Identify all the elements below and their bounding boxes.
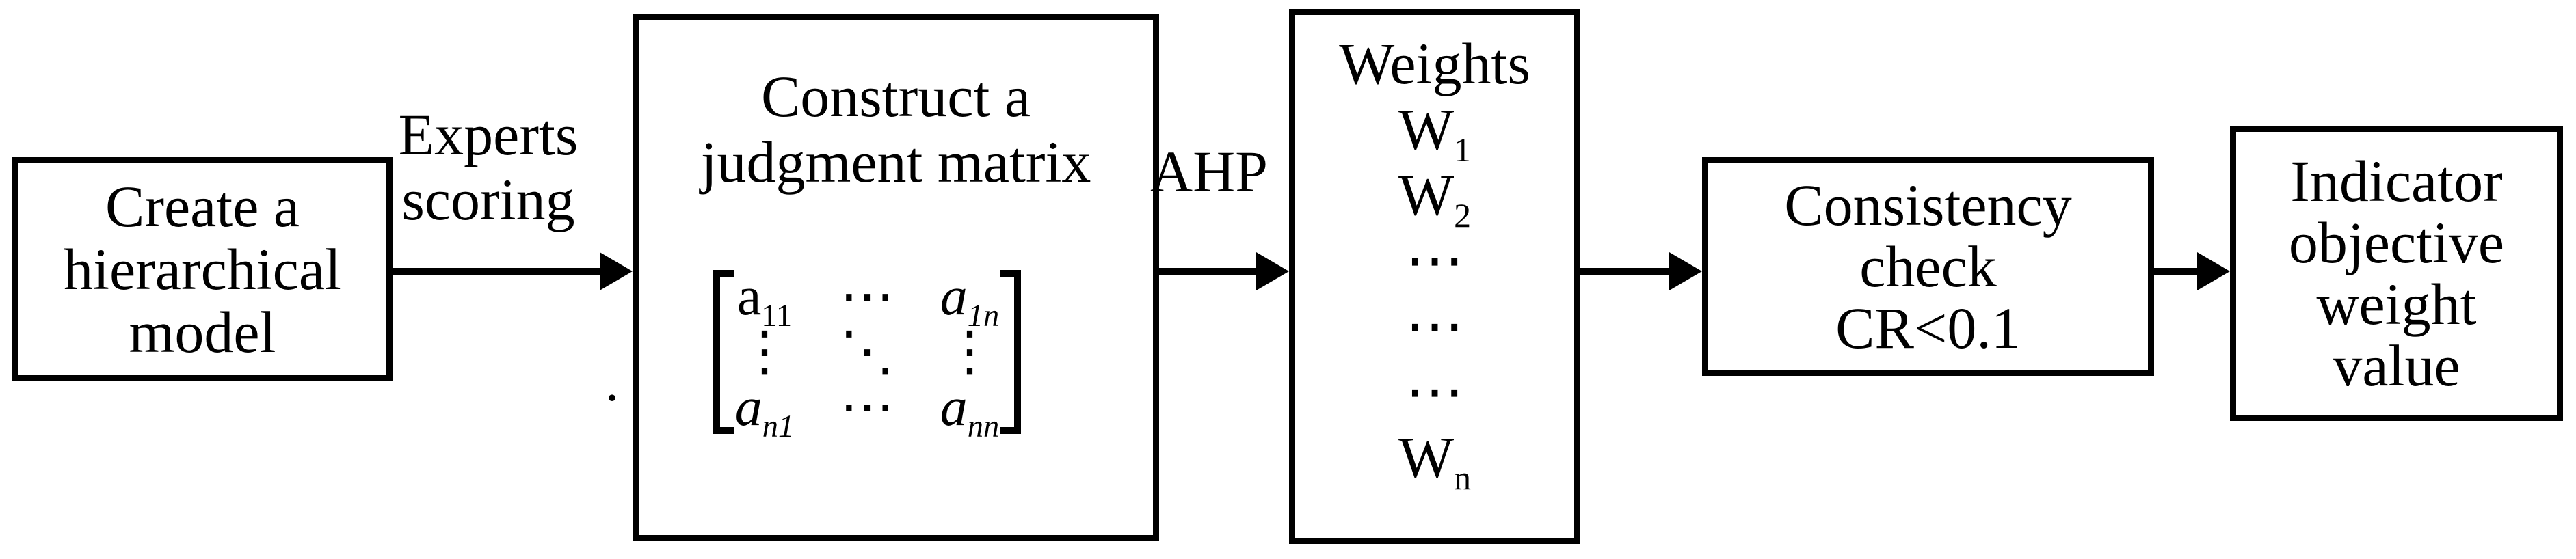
flow-arrow-1-arrowhead-icon: [600, 252, 633, 290]
node-text-line: check: [1859, 234, 1997, 299]
flow-arrow-4-arrowhead-icon: [2197, 252, 2230, 290]
node-text-line: value: [2333, 333, 2460, 398]
matrix-cell-ddots: ⋱: [840, 322, 894, 382]
arrow-label-experts-scoring: Experts scoring: [368, 103, 609, 232]
matrix-cell-vdots-right: ⋮: [942, 322, 997, 382]
node-text-line: Indicator: [2290, 148, 2503, 214]
matrix-cell-vdots-left: ⋮: [737, 322, 792, 382]
matrix-left-bracket: [713, 270, 734, 434]
matrix-cell-cdots-bottom: ⋯: [840, 377, 894, 437]
node-text-line: weight: [2316, 271, 2477, 337]
node-text-line: Create a: [105, 174, 300, 239]
flow-arrow-3-shaft: [1578, 268, 1671, 275]
node-create-hierarchical-model: Create a hierarchical model: [12, 157, 393, 381]
node-text-line: model: [129, 299, 276, 365]
matrix-cell-cdots-top: ⋯: [840, 267, 894, 327]
node-text-line: objective: [2288, 210, 2505, 275]
flow-arrow-2-arrowhead-icon: [1256, 252, 1289, 290]
node-text-line: judgment matrix: [700, 129, 1091, 195]
node-title: Construct a judgment matrix: [701, 20, 1091, 195]
matrix-right-bracket: [1000, 270, 1021, 434]
node-text-line: hierarchical: [64, 236, 341, 302]
node-text-line: Construct a: [760, 64, 1031, 129]
weights-title: Weights: [1339, 31, 1530, 96]
node-indicator-objective-weight-value: Indicator objective weight value: [2230, 126, 2563, 421]
weights-ellipsis: ⋯: [1405, 228, 1464, 293]
node-consistency-check: Consistency check CR<0.1: [1702, 157, 2154, 376]
weight-wn: Wn: [1398, 424, 1472, 497]
arrow-label-ahp: AHP: [1150, 139, 1269, 204]
flow-arrow-3-arrowhead-icon: [1669, 252, 1702, 290]
node-text-line: CR<0.1: [1835, 295, 2021, 361]
weights-ellipsis: ⋯: [1405, 359, 1464, 424]
judgment-matrix-equation: a11 ⋯ a1n ⋮ ⋱ ⋮ an1 ⋯ ann: [713, 267, 1021, 444]
flow-arrow-4-shaft: [2152, 268, 2200, 275]
matrix-cell-a11: a11: [736, 267, 793, 333]
weights-ellipsis: ⋯: [1405, 293, 1464, 359]
node-text-line: Consistency: [1784, 172, 2072, 238]
matrix-cell-ann: ann: [940, 377, 1000, 444]
matrix-cell-a1n: a1n: [940, 267, 1000, 333]
weight-w2: W2: [1398, 162, 1472, 235]
flow-arrow-1-shaft: [393, 268, 602, 275]
weight-w1: W1: [1398, 96, 1472, 169]
arrow-label-line: scoring: [401, 167, 575, 232]
matrix-grid: a11 ⋯ a1n ⋮ ⋱ ⋮ an1 ⋯ ann: [734, 267, 1000, 444]
node-construct-judgment-matrix: Construct a judgment matrix a11 ⋯ a1n ⋮ …: [633, 14, 1159, 541]
stray-period-mark: .: [605, 351, 620, 413]
matrix-cell-an1: an1: [734, 377, 795, 444]
node-weights: Weights W1 W2 ⋯ ⋯ ⋯ Wn: [1289, 9, 1580, 544]
flow-arrow-2-shaft: [1159, 268, 1258, 275]
arrow-label-line: Experts: [398, 102, 579, 167]
